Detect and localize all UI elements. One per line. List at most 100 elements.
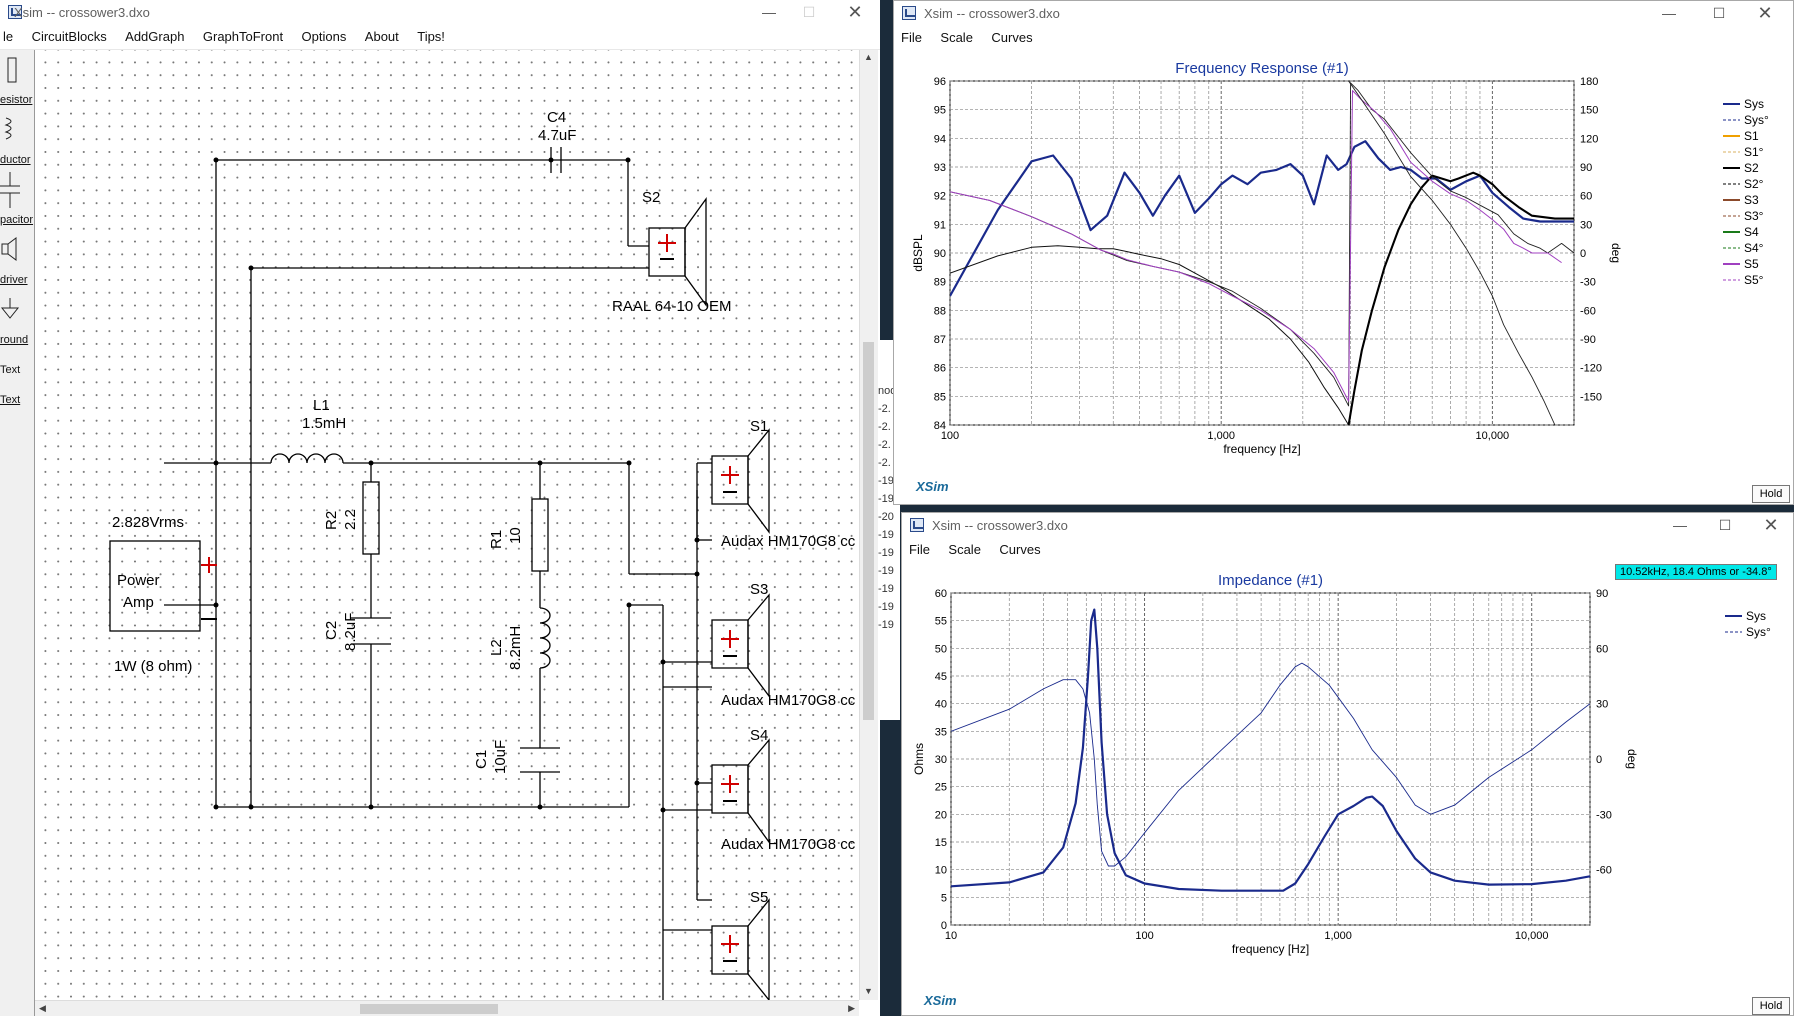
l2-value: 8.2mH (507, 626, 524, 670)
c2-value: 8.2uF (342, 613, 359, 651)
bg-text: -2. (878, 403, 891, 415)
y-tick-label: 60 (935, 588, 947, 600)
series-line-sys (950, 140, 1574, 297)
y2-tick-label: 0 (1596, 754, 1602, 766)
schematic-canvas[interactable]: C4 4.7uF S2 RAAL 64-10 OEM L1 1.5mH R2 2… (35, 50, 858, 1000)
minimize-icon[interactable]: — (1673, 517, 1687, 533)
y-tick-label: 86 (934, 363, 946, 375)
c4-value: 4.7uF (538, 127, 576, 144)
menu-curves[interactable]: Curves (999, 542, 1041, 557)
inductor-icon[interactable] (2, 114, 22, 144)
tool-driver[interactable]: driver (0, 274, 28, 286)
y-tick-label: 95 (934, 105, 946, 117)
resistor-icon[interactable] (2, 56, 22, 86)
driver-icon[interactable] (0, 236, 24, 266)
y-tick-label: 91 (934, 219, 946, 231)
menu-about[interactable]: About (364, 29, 399, 44)
bg-text: -19 (878, 547, 894, 559)
y-tick-label: 25 (935, 782, 947, 794)
vertical-scroll-thumb[interactable] (863, 342, 874, 720)
y2-tick-label: -60 (1580, 305, 1596, 317)
y-tick-label: 87 (934, 334, 946, 346)
menu-scale[interactable]: Scale (940, 30, 973, 45)
s2-label: S2 (642, 189, 660, 206)
close-icon[interactable]: ✕ (1763, 515, 1779, 535)
tool-capacitor[interactable]: pacitor (0, 214, 34, 226)
menu-curves[interactable]: Curves (991, 30, 1033, 45)
tool-text-2[interactable]: Text (0, 394, 21, 406)
menu-addgraph[interactable]: AddGraph (125, 29, 185, 44)
scroll-up-icon[interactable]: ▲ (864, 52, 873, 62)
close-icon[interactable]: ✕ (847, 2, 863, 22)
y2-tick-label: -120 (1580, 363, 1602, 375)
x-tick-label: 1,000 (1324, 930, 1352, 942)
x-tick-label: 10,000 (1515, 930, 1549, 942)
r2-label: R2 (323, 511, 340, 530)
y-tick-label: 45 (935, 671, 947, 683)
maximize-icon[interactable]: ☐ (1718, 517, 1732, 533)
x-tick-label: 1,000 (1207, 430, 1235, 442)
legend-label: S5° (1744, 273, 1764, 287)
tool-text[interactable]: Text (0, 364, 21, 376)
series-line-sys (951, 608, 1590, 892)
r1-value: 10 (507, 527, 524, 544)
bg-text: -19 (878, 565, 894, 577)
menu-options[interactable]: Options (301, 29, 347, 44)
series-line-sys-phase (950, 82, 1574, 407)
scroll-left-icon[interactable]: ◀ (39, 1003, 46, 1013)
impedance-chart[interactable]: Impedance (#1)051015202530354045505560-6… (902, 513, 1793, 1015)
ground-icon[interactable] (0, 296, 24, 326)
maximize-icon[interactable]: ☐ (802, 4, 816, 20)
tool-ground[interactable]: round (0, 334, 29, 346)
imp-titlebar[interactable]: Xsim -- crossower3.dxo — ☐ ✕ (902, 513, 1793, 538)
menu-graphtofront[interactable]: GraphToFront (202, 29, 284, 44)
close-icon[interactable]: ✕ (1757, 3, 1773, 23)
frequency-response-chart[interactable]: Frequency Response (#1)84858687888990919… (894, 1, 1793, 504)
menu-tips[interactable]: Tips! (417, 29, 445, 44)
scroll-down-icon[interactable]: ▼ (864, 986, 873, 996)
tool-inductor[interactable]: ductor (0, 154, 31, 166)
capacitor-icon[interactable] (0, 172, 24, 208)
legend-label: S4° (1744, 241, 1764, 255)
impedance-window: Xsim -- crossower3.dxo — ☐ ✕ File Scale … (901, 512, 1794, 1016)
y2-tick-label: 150 (1580, 105, 1598, 117)
y-tick-label: 10 (935, 865, 947, 877)
maximize-icon[interactable]: ☐ (1712, 5, 1726, 21)
y-tick-label: 85 (934, 391, 946, 403)
hold-button[interactable]: Hold (1752, 997, 1790, 1015)
y2-tick-label: 60 (1596, 643, 1608, 655)
amp-voltage: 2.828Vrms (112, 514, 184, 531)
bg-text: -19 (878, 583, 894, 595)
menu-scale[interactable]: Scale (948, 542, 981, 557)
menu-file[interactable]: File (901, 30, 922, 45)
menu-file[interactable]: File (909, 542, 930, 557)
legend-label: S2 (1744, 161, 1759, 175)
xsim-brand: XSim (923, 993, 957, 1008)
menu-file[interactable]: le (3, 29, 14, 44)
y-tick-label: 30 (935, 754, 947, 766)
y-tick-label: 88 (934, 305, 946, 317)
tool-resistor[interactable]: esistor (0, 94, 33, 106)
schematic-titlebar[interactable]: Xsim -- crossower3.dxo — ☐ ✕ (0, 0, 880, 25)
freq-titlebar[interactable]: Xsim -- crossower3.dxo — ☐ ✕ (894, 1, 1793, 26)
horizontal-scrollbar[interactable]: ◀ ▶ (35, 1000, 859, 1016)
bg-text: -19 (878, 529, 894, 541)
x-axis-label: frequency [Hz] (1232, 942, 1309, 956)
plot-area (950, 81, 1574, 425)
circuit-diagram: C4 4.7uF S2 RAAL 64-10 OEM L1 1.5mH R2 2… (109, 109, 856, 1000)
minimize-icon[interactable]: — (1662, 5, 1676, 21)
menu-circuitblocks[interactable]: CircuitBlocks (31, 29, 107, 44)
scroll-right-icon[interactable]: ▶ (848, 1003, 855, 1013)
hold-button[interactable]: Hold (1752, 485, 1790, 503)
minimize-icon[interactable]: — (762, 4, 776, 20)
app-icon (8, 5, 22, 19)
vertical-scrollbar[interactable]: ▲ ▼ (859, 50, 878, 1000)
horizontal-scroll-thumb[interactable] (360, 1004, 498, 1014)
series-line-s5 (950, 90, 1562, 402)
x-axis-label: frequency [Hz] (1223, 442, 1300, 456)
s3-label: S3 (750, 581, 768, 598)
x-tick-label: 100 (1135, 930, 1153, 942)
schematic-menubar: le CircuitBlocks AddGraph GraphToFront O… (0, 25, 880, 50)
component-toolbox: esistor ductor pacitor driver round Text… (0, 50, 35, 1016)
y2-axis-label: deg (1625, 749, 1639, 769)
